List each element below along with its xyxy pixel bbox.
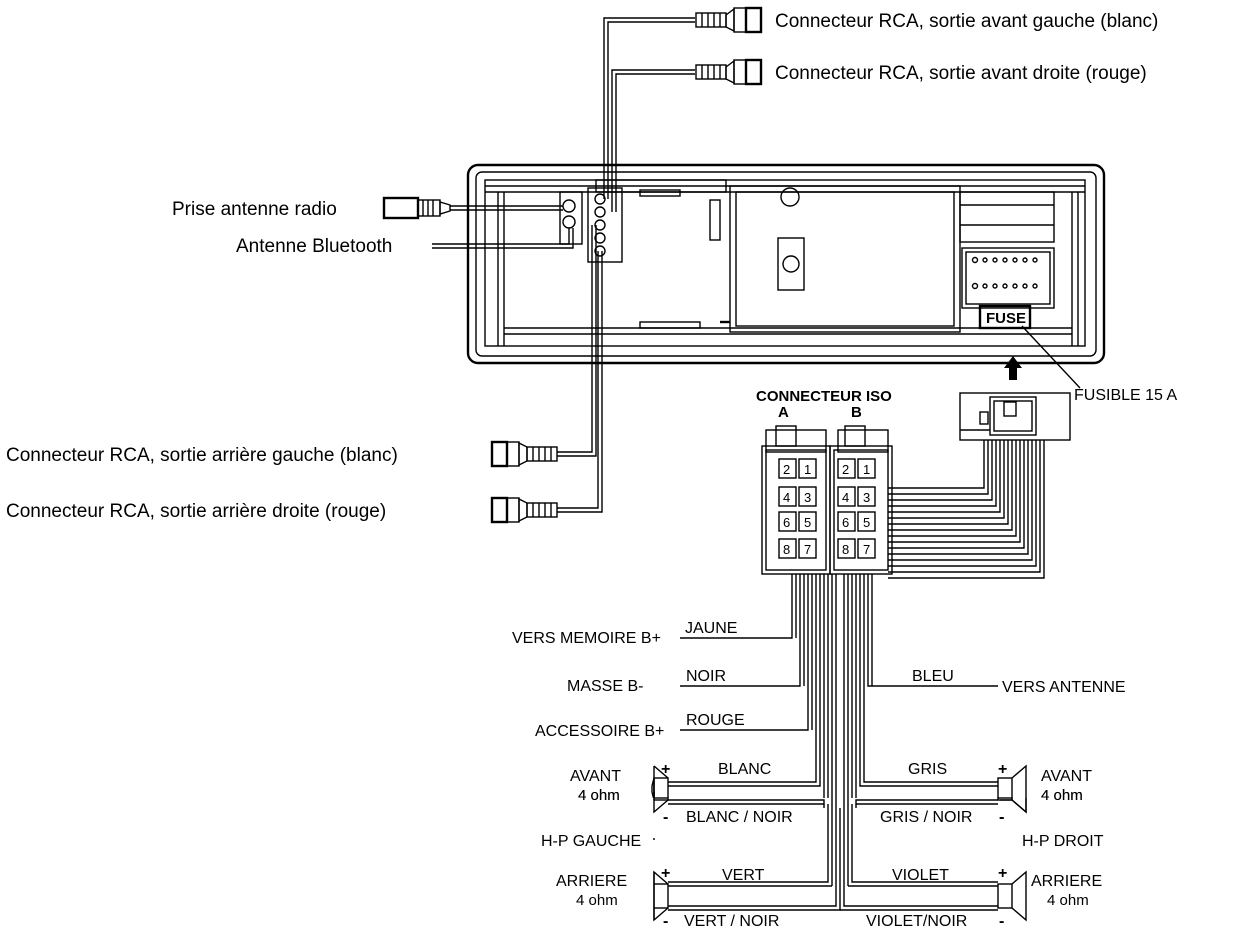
rf-minus-label-2: GRIS / NOIR <box>880 809 972 826</box>
pin-b-2: 2 <box>842 462 849 477</box>
rr-name: ARRIERE <box>1031 873 1102 890</box>
lf-name: AVANT <box>570 768 621 785</box>
rf-ohm-2: 4 ohm <box>1041 787 1083 804</box>
lf-ohm: 4 ohm <box>578 787 620 804</box>
rf-minus-sign: - <box>999 809 1004 826</box>
wire-vert-noir-line <box>668 890 837 907</box>
rca-plug-front-left-icon <box>695 6 763 34</box>
fuse-label: FUSIBLE 15 A <box>1074 387 1177 404</box>
power-plug <box>959 392 1071 441</box>
wire-noir <box>680 574 801 687</box>
bluetooth-antenna-cable <box>432 228 570 245</box>
lf-minus-sign-2: - <box>663 809 668 826</box>
wire-bleu-label: BLEU <box>912 668 954 685</box>
rca-plug-front-right-icon <box>695 58 763 86</box>
lf-minus-label-2: BLANC / NOIR <box>686 809 793 826</box>
rca-front-left-cable <box>603 17 695 199</box>
rca-plug-rear-right-icon <box>490 496 558 524</box>
pin-b-5: 5 <box>863 515 870 530</box>
iso-pins-a: 2 1 4 3 6 5 8 7 <box>778 458 817 559</box>
rr-ohm: 4 ohm <box>1047 892 1089 909</box>
wire-bundle <box>888 440 1045 579</box>
insert-arrow-icon <box>1004 356 1022 380</box>
pin-b-1: 1 <box>863 462 870 477</box>
rca-plug-rear-left-icon <box>490 440 558 468</box>
mem-target-label: VERS MEMOIRE B+ <box>512 630 661 647</box>
antenna-plug-icon <box>382 196 451 220</box>
rf-minus-sign-2: - <box>999 809 1004 826</box>
pin-b-3: 3 <box>863 490 870 505</box>
wire-noir-label: NOIR <box>686 668 726 685</box>
acc-target-label: ACCESSOIRE B+ <box>535 723 664 740</box>
fuse-tag: FUSE <box>986 310 1026 327</box>
wire-blanc <box>668 574 817 783</box>
wire-vert-noir-label: VERT / NOIR <box>684 913 779 930</box>
wire-gris <box>863 574 998 783</box>
rca-rear-right-cable <box>557 251 599 509</box>
wire-gris-label: GRIS <box>908 761 947 778</box>
right-group-label: H-P DROIT <box>1022 833 1104 850</box>
pin-a-1: 1 <box>804 462 811 477</box>
lr-plus-sign: + <box>661 865 670 882</box>
rf-plus-sign: + <box>998 761 1007 778</box>
lr-minus-sign: - <box>663 913 668 930</box>
rca-front-right-label: Connecteur RCA, sortie avant droite (rou… <box>775 63 1147 84</box>
pin-a-5: 5 <box>804 515 811 530</box>
rca-front-left-label: Connecteur RCA, sortie avant gauche (bla… <box>775 11 1158 32</box>
wire-violet-label: VIOLET <box>892 867 949 884</box>
fuse-leader-line <box>1021 325 1081 389</box>
pin-a-8: 8 <box>783 542 790 557</box>
pin-b-8: 8 <box>842 542 849 557</box>
iso-title: CONNECTEUR ISO <box>756 388 892 405</box>
speaker-left-rear-cone-icon <box>653 870 669 922</box>
wire-vert-label: VERT <box>722 867 765 884</box>
lf-plus-sign: + <box>661 761 670 778</box>
rca-rear-left-cable <box>557 225 593 453</box>
rr-minus-sign: - <box>999 913 1004 930</box>
pin-a-6: 6 <box>783 515 790 530</box>
rf-ohm: 4 ohm <box>1041 787 1083 804</box>
iso-pins-b: 2 1 4 3 6 5 8 7 <box>837 458 876 559</box>
pin-b-6: 6 <box>842 515 849 530</box>
antenna-radio-label: Prise antenne radio <box>172 199 337 220</box>
lr-name: ARRIERE <box>556 873 627 890</box>
wire-bleu <box>867 574 998 687</box>
lf-ohm-2: 4 ohm <box>578 787 620 804</box>
rf-name: AVANT <box>1041 768 1092 785</box>
wire-jaune <box>680 574 793 639</box>
iso-b-label: B <box>851 404 862 421</box>
pin-a-3: 3 <box>804 490 811 505</box>
pin-b-7: 7 <box>863 542 870 557</box>
power-socket <box>961 247 1055 330</box>
lr-ohm: 4 ohm <box>576 892 618 909</box>
wire-violet-noir-line <box>843 890 998 907</box>
antenna-bluetooth-label: Antenne Bluetooth <box>236 236 392 257</box>
rca-rear-right-label: Connecteur RCA, sortie arrière droite (r… <box>6 501 386 522</box>
wire-blanc-label: BLANC <box>718 761 771 778</box>
pin-a-2: 2 <box>783 462 790 477</box>
pin-a-4: 4 <box>783 490 790 505</box>
wire-rouge-label: ROUGE <box>686 712 745 729</box>
ant-target-label: VERS ANTENNE <box>1002 679 1126 696</box>
iso-a-label: A <box>778 404 789 421</box>
ground-target-label: MASSE B- <box>567 678 643 695</box>
rca-rear-left-label: Connecteur RCA, sortie arrière gauche (b… <box>6 445 398 466</box>
wire-jaune-label: JAUNE <box>685 620 737 637</box>
rca-front-right-cable <box>611 69 695 212</box>
wire-rouge <box>680 574 809 731</box>
pin-b-4: 4 <box>842 490 849 505</box>
wire-violet-noir-label: VIOLET/NOIR <box>866 913 967 930</box>
left-group-label: H-P GAUCHE <box>541 833 641 850</box>
speaker-right-rear-cone-icon <box>997 870 1027 922</box>
pin-a-7: 7 <box>804 542 811 557</box>
rr-plus-sign: + <box>998 865 1007 882</box>
